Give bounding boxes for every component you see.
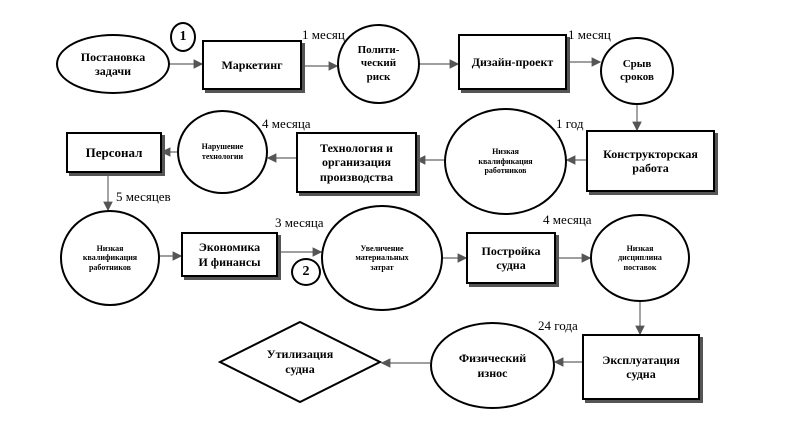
node-ekonomika-finansy: Экономика И финансы [181,232,278,277]
node-narushenie-tekhnologii: Нарушение технологии [177,110,268,194]
node-personal: Персонал [66,132,162,173]
node-utilizatsiya-sudna: Утилизация судна [266,347,334,376]
utilizatsiya-diamond [217,320,383,404]
duration-label-7: 4 месяца [543,212,592,227]
badge-one: 1 [170,22,196,52]
node-fizicheskiy-iznos: Физический износ [430,322,555,409]
badge-two: 2 [291,258,321,286]
node-nizkaya-kvalifikatsiya-1: Низкая квалификация работников [444,108,567,215]
duration-label-1: 1 месяц [302,27,345,42]
node-postroika-sudna: Постройка судна [466,232,556,284]
node-tekhnologiya-proizvodstva: Технология и организация производства [296,132,417,193]
node-sryv-srokov: Срыв сроков [600,37,674,105]
node-uvelichenie-zatrat: Увеличение материальных затрат [321,205,443,311]
duration-label-4: 4 месяца [262,116,311,131]
duration-label-6: 3 месяца [275,215,324,230]
node-nizkaya-kvalifikatsiya-2: Низкая квалификация работников [60,210,160,306]
node-dizain-proekt: Дизайн-проект [458,34,567,90]
node-nizkaya-disciplina: Низкая дисциплина поставок [590,214,690,302]
duration-label-3: 1 год [556,116,584,131]
duration-label-2: 1 месяц [568,27,611,42]
node-politicheskiy-risk: Полити- ческий риск [337,24,420,104]
duration-label-8: 24 года [538,318,578,333]
node-konstruktorskaya-rabota: Конструкторская работа [586,130,715,192]
node-marketing: Маркетинг [202,40,302,90]
node-ekspluatatsiya-sudna: Эксплуатация судна [582,334,700,400]
duration-label-5: 5 месяцев [116,189,171,204]
node-postanovka-zadachi: Постановка задачи [56,34,170,94]
